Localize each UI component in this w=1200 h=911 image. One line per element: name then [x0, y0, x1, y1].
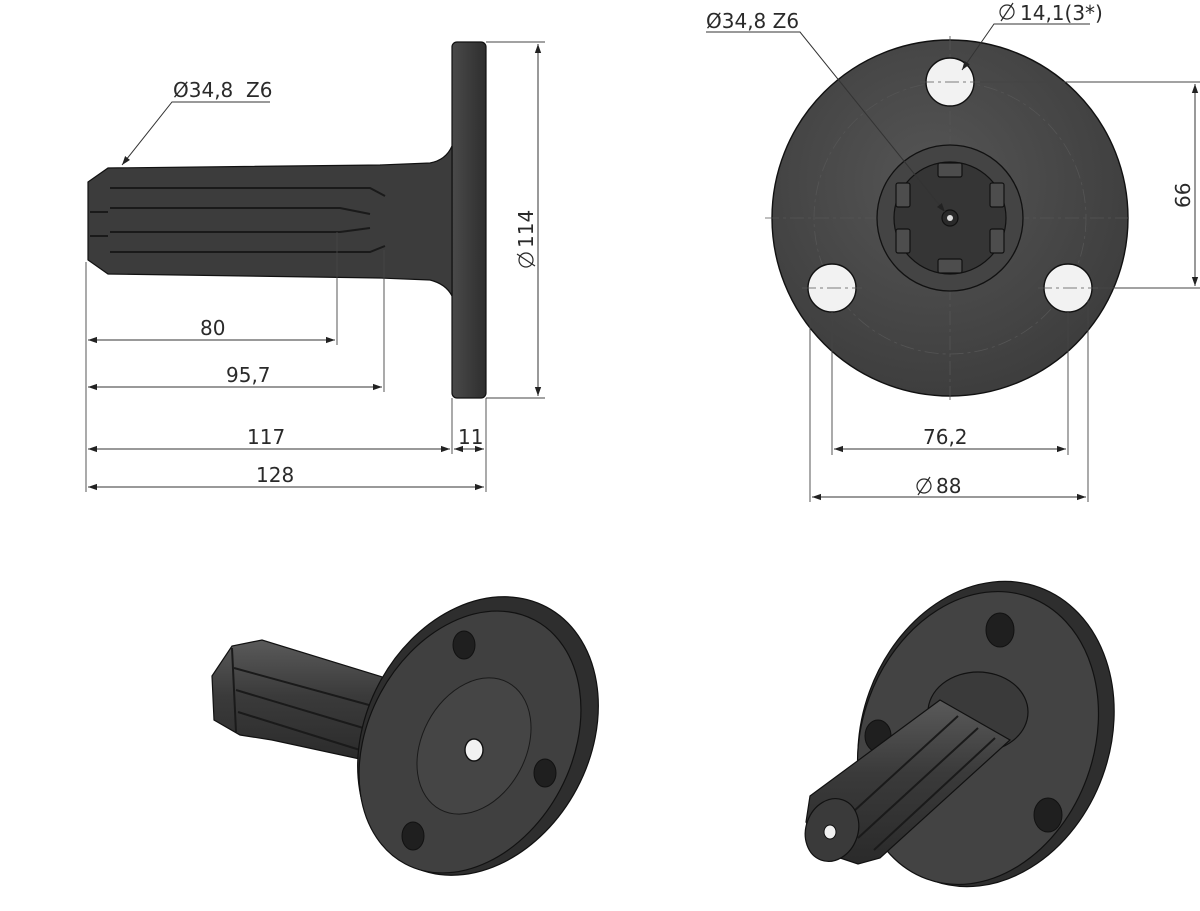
- iso-left-center-hole: [464, 738, 484, 762]
- dim-76-2: 76,2: [923, 425, 968, 449]
- iso-left-hole: [452, 630, 476, 660]
- dim-117: 117: [247, 425, 285, 449]
- front-spline-leader: [706, 31, 946, 213]
- spline-groove: [110, 187, 386, 197]
- dim-66-group: 66: [1171, 183, 1195, 208]
- spline-groove: [110, 207, 371, 215]
- dim-114: 114: [514, 210, 538, 248]
- dim-80: 80: [200, 316, 225, 340]
- iso-right-hole: [985, 612, 1015, 648]
- iso-right-center-hole: [823, 824, 837, 840]
- dim-66: 66: [1171, 183, 1195, 208]
- dim-114-group: 114: [514, 210, 538, 268]
- hole-leader: [961, 23, 1090, 71]
- iso-left-hole: [533, 758, 557, 788]
- iso-right-hole: [1033, 797, 1063, 833]
- dim-88-group: 88: [916, 474, 961, 498]
- side-view: Ø34,8 Z6 80 95,7 117 11 128 114: [85, 41, 545, 492]
- front-spline-label: Ø34,8 Z6: [706, 9, 799, 33]
- dim-95-7: 95,7: [226, 363, 271, 387]
- side-spline-label: Ø34,8 Z6: [173, 78, 272, 102]
- spline-groove: [110, 227, 371, 233]
- dim-11: 11: [458, 425, 483, 449]
- iso-left-hole: [401, 821, 425, 851]
- dim-128: 128: [256, 463, 294, 487]
- dim-88: 88: [936, 474, 961, 498]
- iso-view-right: [804, 580, 1115, 888]
- front-view: Ø34,8 Z6 14,1(3*) 66 76,2 88: [706, 1, 1200, 502]
- shaft-side: [87, 145, 453, 297]
- iso-view-left: [211, 596, 599, 876]
- hole-label: 14,1(3*): [1020, 1, 1103, 25]
- hole-label-group: 14,1(3*): [999, 1, 1103, 25]
- flange-side: [451, 41, 487, 399]
- spline-leader: [121, 101, 270, 166]
- spline-teeth: [895, 162, 1005, 274]
- spline-groove: [110, 245, 386, 253]
